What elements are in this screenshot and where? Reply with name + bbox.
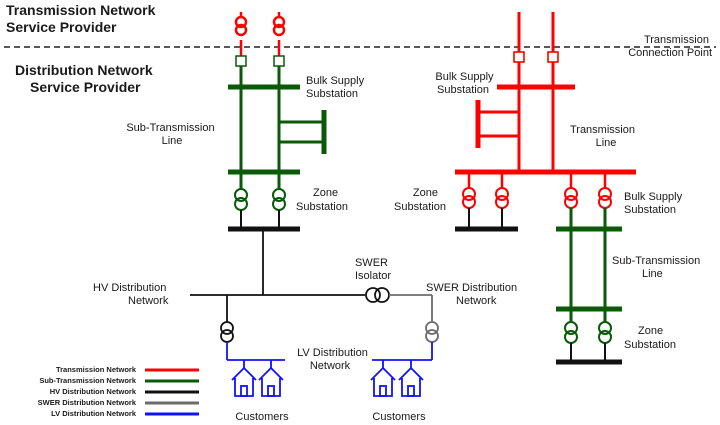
legend-label-swer: SWER Distribution Network bbox=[38, 398, 137, 407]
right-transmission-network bbox=[455, 12, 636, 209]
left-transmission-feed bbox=[234, 12, 286, 56]
lv-distribution-label: LV Distribution Network bbox=[297, 347, 371, 372]
legend-label-transmission: Transmission Network bbox=[56, 365, 137, 374]
customers-left-label: Customers bbox=[235, 411, 289, 423]
transmission-connection-point-label: Transmission Connection Point bbox=[628, 34, 712, 59]
left-zone-to-hv bbox=[190, 210, 365, 343]
swer-isolator-label: SWER Isolator bbox=[355, 257, 391, 282]
swer-line bbox=[389, 294, 439, 343]
zone-left-label: Zone Substation bbox=[296, 187, 348, 213]
hv-distribution-label: HV Distribution Network bbox=[93, 282, 169, 307]
lv-distribution-lines bbox=[226, 342, 433, 368]
legend-label-sub-transmission: Sub-Transmission Network bbox=[39, 376, 137, 385]
right-bottom-zone-bus bbox=[556, 343, 622, 365]
legend-label-lv: LV Distribution Network bbox=[51, 409, 137, 418]
transmission-line-label: Transmission Line bbox=[570, 124, 638, 149]
right-zone-substation-bus bbox=[455, 208, 518, 232]
swer-distribution-label: SWER Distribution Network bbox=[426, 282, 520, 307]
zone-right-top-label: Zone Substation bbox=[394, 187, 446, 213]
left-connection-breakers bbox=[235, 55, 285, 67]
customer-houses-right bbox=[370, 366, 424, 397]
swer-isolator bbox=[365, 287, 390, 303]
transmission-provider-title: Transmission Network Service Provider bbox=[6, 2, 159, 35]
customer-houses-left bbox=[231, 366, 284, 397]
right-sub-transmission bbox=[556, 208, 622, 344]
legend-label-hv: HV Distribution Network bbox=[50, 387, 137, 396]
left-sub-transmission bbox=[228, 66, 327, 211]
bulk-supply-right-bottom-label: Bulk Supply Substation bbox=[624, 191, 685, 216]
bulk-supply-right-top-label: Bulk Supply Substation bbox=[435, 71, 496, 96]
sub-transmission-left-label: Sub-Transmission Line bbox=[126, 122, 217, 147]
bulk-supply-left-label: Bulk Supply Substation bbox=[306, 75, 367, 100]
customers-right-label: Customers bbox=[372, 411, 426, 423]
sub-transmission-right-label: Sub-Transmission Line bbox=[612, 255, 703, 280]
zone-right-bottom-label: Zone Substation bbox=[624, 325, 676, 351]
legend: Transmission Network Sub-Transmission Ne… bbox=[38, 365, 199, 418]
distribution-provider-title: Distribution Network Service Provider bbox=[15, 62, 157, 95]
